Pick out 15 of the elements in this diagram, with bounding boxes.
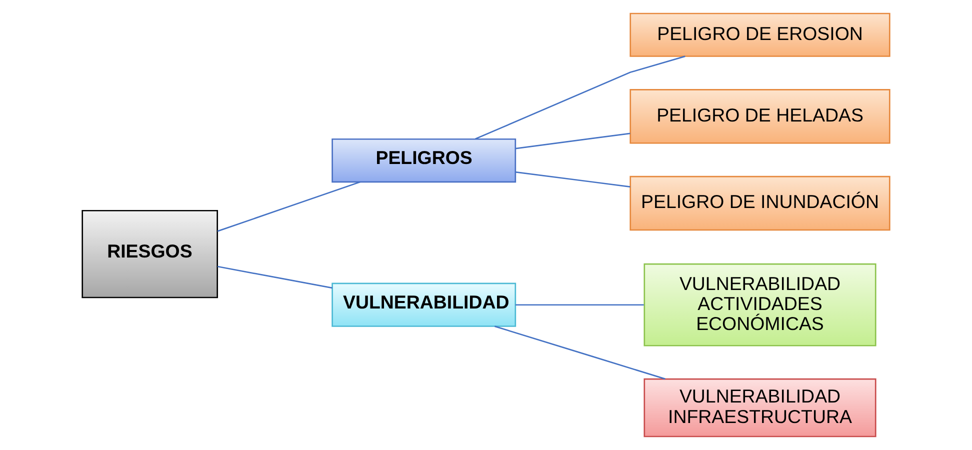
node-box: PELIGRO DE INUNDACIÓN (630, 176, 890, 231)
node-box: VULNERABILIDAD (332, 282, 516, 327)
connector (494, 326, 666, 380)
connector (515, 171, 630, 188)
connector (515, 132, 630, 150)
connector (475, 56, 686, 140)
node-box: RIESGOS (82, 210, 218, 298)
node-box: PELIGRO DE HELADAS (630, 89, 890, 144)
node-box: VULNERABILIDAD INFRAESTRUCTURA (644, 378, 876, 438)
node-box: PELIGROS (332, 138, 516, 183)
connector (217, 266, 332, 289)
node-box: VULNERABILIDAD ACTIVIDADES ECONÓMICAS (644, 263, 876, 346)
connector (515, 304, 644, 306)
connector (217, 181, 360, 232)
node-box: PELIGRO DE EROSION (630, 12, 890, 57)
